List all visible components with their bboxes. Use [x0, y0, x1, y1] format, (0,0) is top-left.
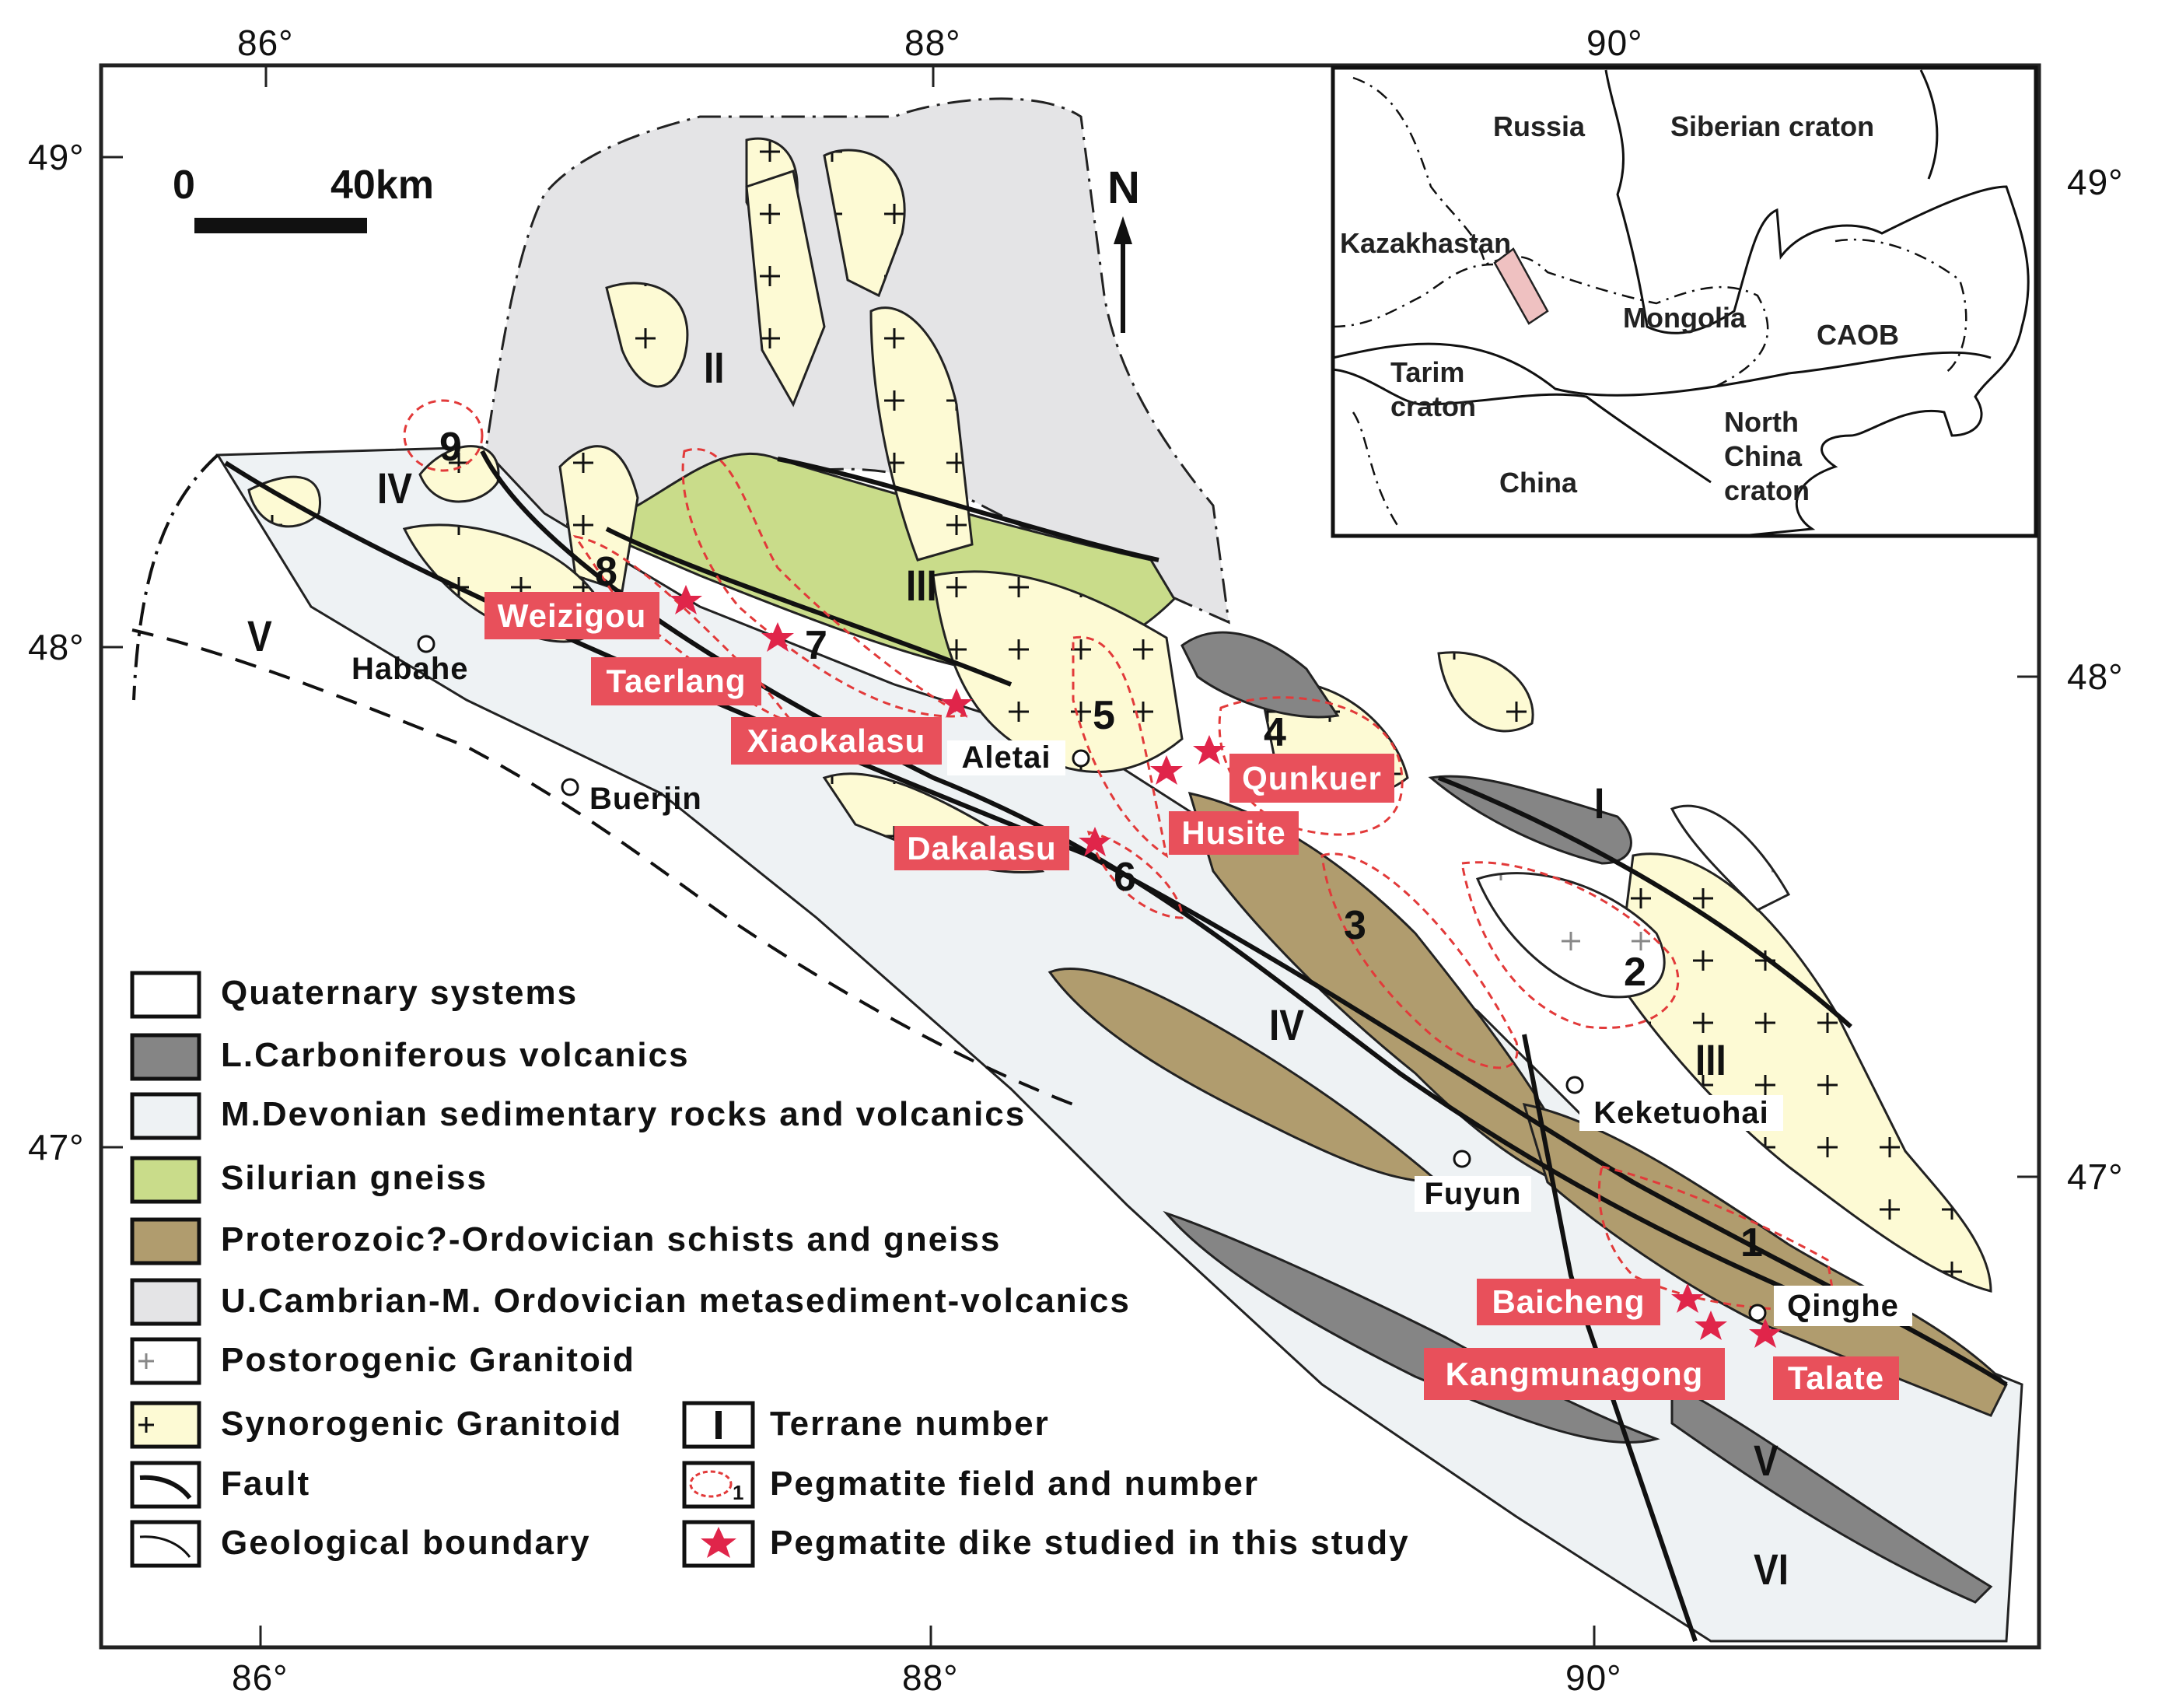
terrane-label-v-east: V	[1754, 1436, 1779, 1485]
legend-fault: Fault	[221, 1465, 311, 1503]
pegmatite-field-9: 9	[439, 425, 462, 470]
legend-pegmatite-dike: Pegmatite dike studied in this study	[770, 1524, 1410, 1562]
city-label-qinghe: Qinghe	[1774, 1286, 1912, 1326]
star-icon	[670, 585, 702, 614]
pegmatite-field-symbol-icon	[689, 1470, 733, 1498]
dike-label-taerlang: Taerlang	[591, 657, 761, 705]
terrane-label-iii-north: III	[906, 561, 937, 610]
north-arrow-icon	[1114, 216, 1132, 333]
pegmatite-field-5: 5	[1093, 693, 1115, 738]
pegmatite-field-3: 3	[1344, 903, 1366, 948]
legend-proterozoic-ordovician: Proterozoic?-Ordovician schists and gnei…	[221, 1220, 1002, 1258]
lat-right-49: 49°	[2067, 162, 2124, 202]
star-icon	[1695, 1311, 1727, 1340]
lon-top-86: 86°	[237, 23, 294, 63]
city-label-buerjin: Buerjin	[589, 782, 702, 816]
legend-geological-boundary: Geological boundary	[221, 1524, 591, 1562]
city-markers	[417, 635, 1767, 1322]
terrane-iv-belt	[215, 446, 2023, 1643]
legend-devonian: M.Devonian sedimentary rocks and volcani…	[221, 1095, 1027, 1133]
terrane-label-vi: VI	[1754, 1545, 1789, 1594]
lon-top-88: 88°	[904, 23, 961, 63]
terrane-label-iv-central: IV	[1269, 1000, 1304, 1049]
dike-label-baicheng: Baicheng	[1477, 1279, 1660, 1325]
terrane-label-iii-east: III	[1695, 1035, 1726, 1084]
city-label-keketuohai: Keketuohai	[1579, 1095, 1783, 1131]
lat-left-47: 47°	[28, 1127, 85, 1167]
pegmatite-dike-stars	[670, 585, 1782, 1348]
star-icon	[1193, 735, 1226, 765]
lat-right-47: 47°	[2067, 1157, 2124, 1197]
inset-label-tarim: Tarim	[1390, 356, 1465, 388]
lon-bottom-86: 86°	[232, 1657, 289, 1698]
lat-left-48: 48°	[28, 627, 85, 667]
inset-label-tarim-craton: craton	[1390, 390, 1477, 422]
inset-label-caob: CAOB	[1817, 319, 1899, 351]
scale-bar-end: 40km	[331, 163, 434, 208]
lat-left-49: 49°	[28, 137, 85, 177]
terrane-label-v-west: V	[247, 611, 272, 660]
star-icon	[1079, 827, 1111, 856]
terrane-v-outer	[132, 453, 219, 701]
pegmatite-field-1: 1	[1740, 1220, 1763, 1265]
inset-label-north-china: China	[1724, 440, 1803, 472]
inset-label-mongolia: Mongolia	[1623, 302, 1746, 334]
dike-label-talate: Talate	[1773, 1356, 1899, 1400]
inset-label-north: North	[1724, 406, 1799, 438]
inset-label-russia: Russia	[1493, 110, 1586, 142]
pegmatite-field-6: 6	[1114, 855, 1136, 900]
dike-label-qunkuer: Qunkuer	[1229, 754, 1394, 803]
dike-label-husite: Husite	[1169, 811, 1299, 855]
scale-bar-start: 0	[173, 163, 195, 208]
dike-label-dakalasu: Dakalasu	[894, 826, 1069, 870]
scale-bar	[194, 218, 367, 233]
pegmatite-field-8: 8	[595, 549, 617, 594]
lat-right-48: 48°	[2067, 656, 2124, 697]
study-area-box	[1493, 247, 1549, 325]
lon-top-90: 90°	[1586, 23, 1643, 63]
lon-bottom-88: 88°	[902, 1657, 959, 1698]
inset-map	[1331, 65, 2038, 538]
inset-label-kazakhastan: Kazakhastan	[1340, 227, 1512, 259]
pegmatite-field-4: 4	[1264, 710, 1286, 755]
fault-symbol-icon	[139, 1475, 192, 1500]
star-icon	[1150, 755, 1183, 785]
star-icon	[701, 1527, 736, 1558]
legend-terrane-number: Terrane number	[770, 1405, 1050, 1443]
pegmatite-field-2: 2	[1624, 950, 1646, 995]
legend-pegmatite-field: Pegmatite field and number	[770, 1465, 1259, 1503]
dike-label-weizigou: Weizigou	[484, 592, 659, 639]
legend-quaternary: Quaternary systems	[221, 974, 579, 1012]
legend-cambrian-ordovician: U.Cambrian-M. Ordovician metasediment-vo…	[221, 1282, 1131, 1320]
legend-postorogenic-granitoid: Postorogenic Granitoid	[221, 1341, 635, 1379]
legend-carboniferous-volcanics: L.Carboniferous volcanics	[221, 1036, 690, 1074]
terrane-symbol-icon	[715, 1411, 722, 1439]
legend-silurian-gneiss: Silurian gneiss	[221, 1159, 488, 1197]
dike-label-xiaokalasu: Xiaokalasu	[731, 717, 942, 765]
legend-pegmatite-field-number: 1	[733, 1481, 744, 1504]
city-label-fuyun: Fuyun	[1415, 1176, 1531, 1212]
star-icon	[761, 622, 794, 652]
inset-label-siberian-craton: Siberian craton	[1670, 110, 1875, 142]
terrane-label-iv-west: IV	[377, 464, 412, 513]
legend-symbols	[138, 1353, 736, 1558]
postorogenic-granitoid-areas	[1475, 804, 1791, 999]
city-label-habahe: Habahe	[352, 652, 469, 686]
terrane-label-ii: II	[704, 343, 725, 392]
north-arrow-label: N	[1107, 163, 1140, 213]
inset-label-china: China	[1499, 467, 1578, 499]
lon-bottom-90: 90°	[1565, 1657, 1622, 1698]
inset-label-north-china-craton: craton	[1724, 474, 1810, 506]
pegmatite-field-7: 7	[805, 623, 827, 668]
boundary-symbol-icon	[139, 1535, 191, 1558]
city-label-aletai: Aletai	[947, 740, 1065, 775]
star-icon	[940, 688, 973, 718]
star-icon	[1671, 1283, 1704, 1313]
terrane-v-boundary	[131, 628, 1074, 1106]
dike-label-kangmunagong: Kangmunagong	[1424, 1348, 1725, 1400]
legend-synorogenic-granitoid: Synorogenic Granitoid	[221, 1405, 623, 1443]
legend-swatches	[130, 971, 755, 1568]
terrane-label-i: I	[1594, 779, 1605, 828]
star-icon	[1749, 1318, 1782, 1348]
